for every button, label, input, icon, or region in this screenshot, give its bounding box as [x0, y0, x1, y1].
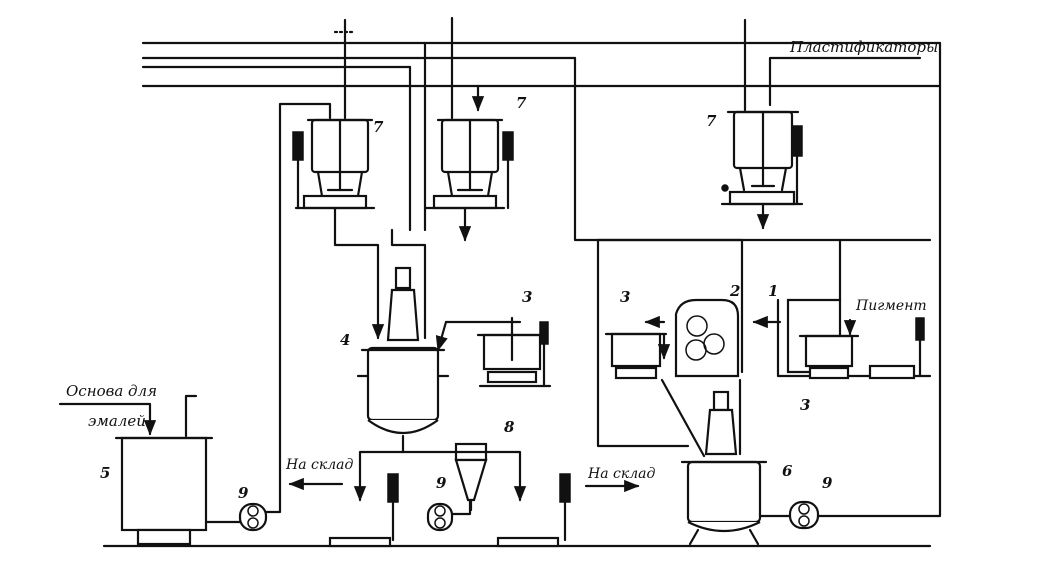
plasticizers-label: Пластификаторы	[789, 38, 938, 56]
callout-9-left: 9	[238, 484, 249, 502]
vessel-7-left: 7	[292, 18, 384, 210]
header-supply-lines	[141, 41, 942, 517]
warehouse-lines: На склад На склад	[285, 450, 655, 502]
callout-3-right: 3	[800, 396, 810, 414]
pump-9-middle: 9	[426, 474, 472, 532]
packing-station-right	[496, 473, 571, 548]
pump-9-right: 9	[758, 474, 942, 530]
callout-4: 4	[340, 331, 350, 349]
callout-5: 5	[100, 464, 110, 482]
to-warehouse-left: На склад	[285, 457, 353, 473]
callout-7-right: 7	[706, 112, 717, 130]
callout-7-left: 7	[373, 118, 384, 136]
filter-8: 8	[454, 418, 515, 512]
callout-8: 8	[504, 418, 515, 436]
tank-5: Основа для эмалей 5	[58, 382, 214, 546]
packing-station-left	[328, 473, 399, 548]
callout-9-right: 9	[822, 474, 833, 492]
base-label-line2: эмалей	[88, 412, 146, 430]
reactor-4: 4	[340, 266, 522, 454]
mixer-3-enclosure: 3	[604, 288, 671, 380]
tank7-feed-drops	[278, 41, 932, 242]
pigment-label: Пигмент	[855, 298, 927, 314]
callout-9-middle: 9	[436, 474, 447, 492]
mill-2: 2	[674, 282, 740, 378]
callout-3-enclosure: 3	[620, 288, 630, 306]
mixer-3-pigment: Пигмент 3	[798, 298, 927, 414]
tank7-drain-lines	[333, 202, 770, 340]
plasticizer-feed-line: Пластификаторы	[768, 38, 938, 107]
base-label-line1: Основа для	[66, 382, 157, 400]
callout-7-middle: 7	[516, 94, 527, 112]
to-warehouse-right: На склад	[587, 466, 655, 482]
reactor-6: 6	[660, 378, 793, 546]
callout-1: 1	[768, 282, 778, 300]
pump-9-left: 9	[204, 230, 282, 532]
vessel-7-middle: 7	[424, 16, 527, 210]
callout-2: 2	[729, 282, 740, 300]
mixer-3-middle: 3	[476, 288, 552, 388]
callout-6: 6	[782, 462, 793, 480]
vessel-7-right: 7	[706, 18, 804, 206]
callout-3-middle: 3	[522, 288, 532, 306]
